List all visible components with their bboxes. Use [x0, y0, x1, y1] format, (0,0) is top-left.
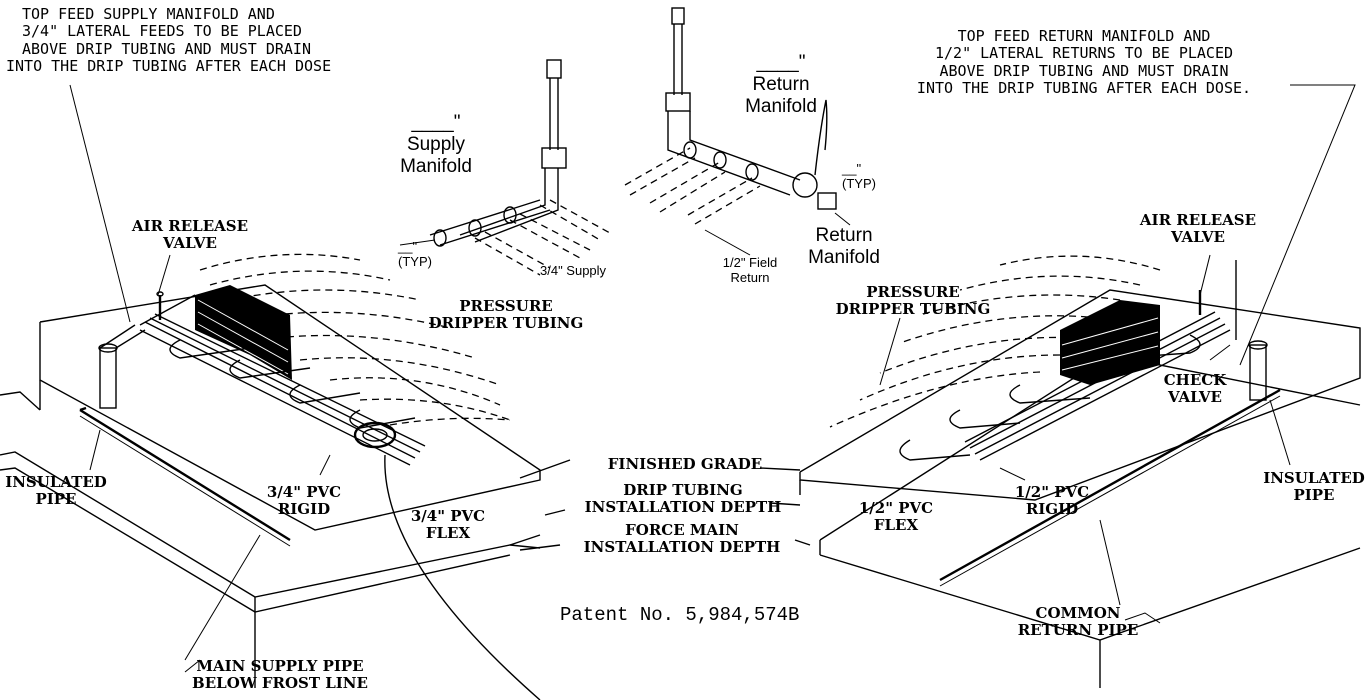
label-line: Return: [752, 73, 810, 95]
label-line: AIR RELEASE: [131, 217, 249, 235]
label-line: VALVE: [1171, 228, 1225, 247]
label-line: RETURN PIPE: [1017, 621, 1139, 640]
label-line: RIGID: [277, 500, 331, 519]
label-line: Supply: [406, 133, 466, 155]
label-line: PRESSURE: [866, 283, 960, 301]
right-bed: [799, 84, 1361, 688]
size-blank: __": [842, 161, 862, 176]
note-line: INTO THE DRIP TUBING AFTER EACH DOSE: [6, 56, 332, 75]
pressure-dripper-left-label: PRESSURE DRIPPER TUBING: [412, 297, 600, 333]
note-line: 1/2" LATERAL RETURNS TO BE PLACED: [934, 44, 1233, 63]
label-line: INSTALLATION DEPTH: [584, 498, 782, 517]
pvc-rigid-34-label: 3/4" PVC RIGID: [248, 483, 360, 519]
top-feed-supply-note: TOP FEED SUPPLY MANIFOLD AND 3/4" LATERA…: [6, 5, 331, 75]
pvc-flex-12-label: 1/2" PVC FLEX: [844, 499, 948, 535]
note-line: ABOVE DRIP TUBING AND MUST DRAIN: [22, 39, 311, 58]
label-line: 1/2" PVC: [1014, 483, 1090, 501]
label-line: DRIP TUBING: [623, 481, 743, 499]
label-line: Return: [730, 269, 770, 285]
pressure-dripper-right-label: PRESSURE DRIPPER TUBING: [818, 283, 1008, 319]
label-line: 3/4" PVC: [410, 507, 486, 525]
typ-left-label: __" (TYP): [398, 239, 432, 270]
supply-lateral-label: 3/4" Supply: [540, 263, 607, 278]
size-blank: __": [398, 239, 418, 254]
supply-manifold-detail: [399, 59, 611, 276]
label-line: Manifold: [808, 246, 880, 268]
pvc-rigid-12-label: 1/2" PVC RIGID: [996, 483, 1108, 519]
label-line: BELOW FROST LINE: [192, 674, 368, 693]
field-return-label: 1/2" Field Return: [712, 255, 788, 286]
label-line: VALVE: [1168, 388, 1222, 407]
label-line: INSULATED: [5, 473, 107, 491]
label-line: DRIPPER TUBING: [428, 314, 584, 333]
label-line: FORCE MAIN: [625, 521, 739, 539]
typ-right-label: __" (TYP): [842, 161, 876, 192]
force-main-depth-label: FORCE MAIN INSTALLATION DEPTH: [562, 521, 802, 557]
depth-markers: [519, 459, 811, 551]
label-line: Return: [815, 225, 873, 246]
return-manifold-detail: [624, 7, 851, 256]
top-feed-return-note: TOP FEED RETURN MANIFOLD AND 1/2" LATERA…: [888, 27, 1280, 97]
note-line: 3/4" LATERAL FEEDS TO BE PLACED: [22, 22, 302, 41]
note-line: TOP FEED RETURN MANIFOLD AND: [957, 27, 1211, 45]
label-line: INSULATED: [1263, 469, 1365, 487]
typ-text: (TYP): [842, 175, 876, 191]
label-line: DRIPPER TUBING: [835, 300, 991, 319]
finished-grade-label: FINISHED GRADE: [607, 455, 763, 473]
label-line: RIGID: [1025, 500, 1079, 519]
insulated-pipe-left-label: INSULATED PIPE: [4, 473, 108, 509]
label-line: AIR RELEASE: [1139, 211, 1257, 229]
size-blank: ____": [411, 112, 461, 133]
label-line: FLEX: [873, 516, 919, 535]
label-line: Manifold: [400, 155, 472, 177]
note-line: TOP FEED SUPPLY MANIFOLD AND: [22, 5, 275, 23]
left-bed: [0, 84, 541, 700]
label-line: PIPE: [1293, 486, 1335, 505]
label-line: PIPE: [35, 490, 77, 509]
air-release-valve-left-label: AIR RELEASE VALVE: [120, 217, 260, 253]
air-release-valve-right-label: AIR RELEASE VALVE: [1128, 211, 1268, 247]
drip-tubing-depth-label: DRIP TUBING INSTALLATION DEPTH: [568, 481, 798, 517]
label-line: MAIN SUPPLY PIPE: [196, 657, 364, 675]
supply-manifold-label: ____" Supply Manifold: [388, 112, 484, 178]
return-manifold-top-label: ____" Return Manifold: [726, 52, 836, 118]
label-line: INSTALLATION DEPTH: [583, 538, 781, 557]
size-blank: ____": [756, 52, 806, 73]
label-line: VALVE: [163, 234, 217, 253]
label-line: FLEX: [425, 524, 471, 543]
label-line: PRESSURE: [459, 297, 553, 315]
label-line: Manifold: [745, 95, 817, 117]
return-manifold-bottom-label: Return Manifold: [790, 225, 898, 269]
label-line: 1/2" PVC: [858, 499, 934, 517]
common-return-pipe-label: COMMON RETURN PIPE: [1008, 604, 1148, 640]
check-valve-label: CHECK VALVE: [1160, 371, 1230, 407]
note-line: INTO THE DRIP TUBING AFTER EACH DOSE.: [916, 78, 1252, 97]
label-line: COMMON: [1035, 604, 1121, 622]
note-line: ABOVE DRIP TUBING AND MUST DRAIN: [939, 61, 1229, 80]
label-line: 3/4" PVC: [266, 483, 342, 501]
label-line: CHECK: [1163, 371, 1227, 389]
typ-text: (TYP): [398, 253, 432, 269]
label-line: 1/2" Field: [722, 255, 778, 270]
pvc-flex-34-label: 3/4" PVC FLEX: [396, 507, 500, 543]
insulated-pipe-right-label: INSULATED PIPE: [1262, 469, 1366, 505]
patent-number: Patent No. 5,984,574B: [560, 604, 800, 626]
main-supply-pipe-label: MAIN SUPPLY PIPE BELOW FROST LINE: [190, 657, 370, 693]
